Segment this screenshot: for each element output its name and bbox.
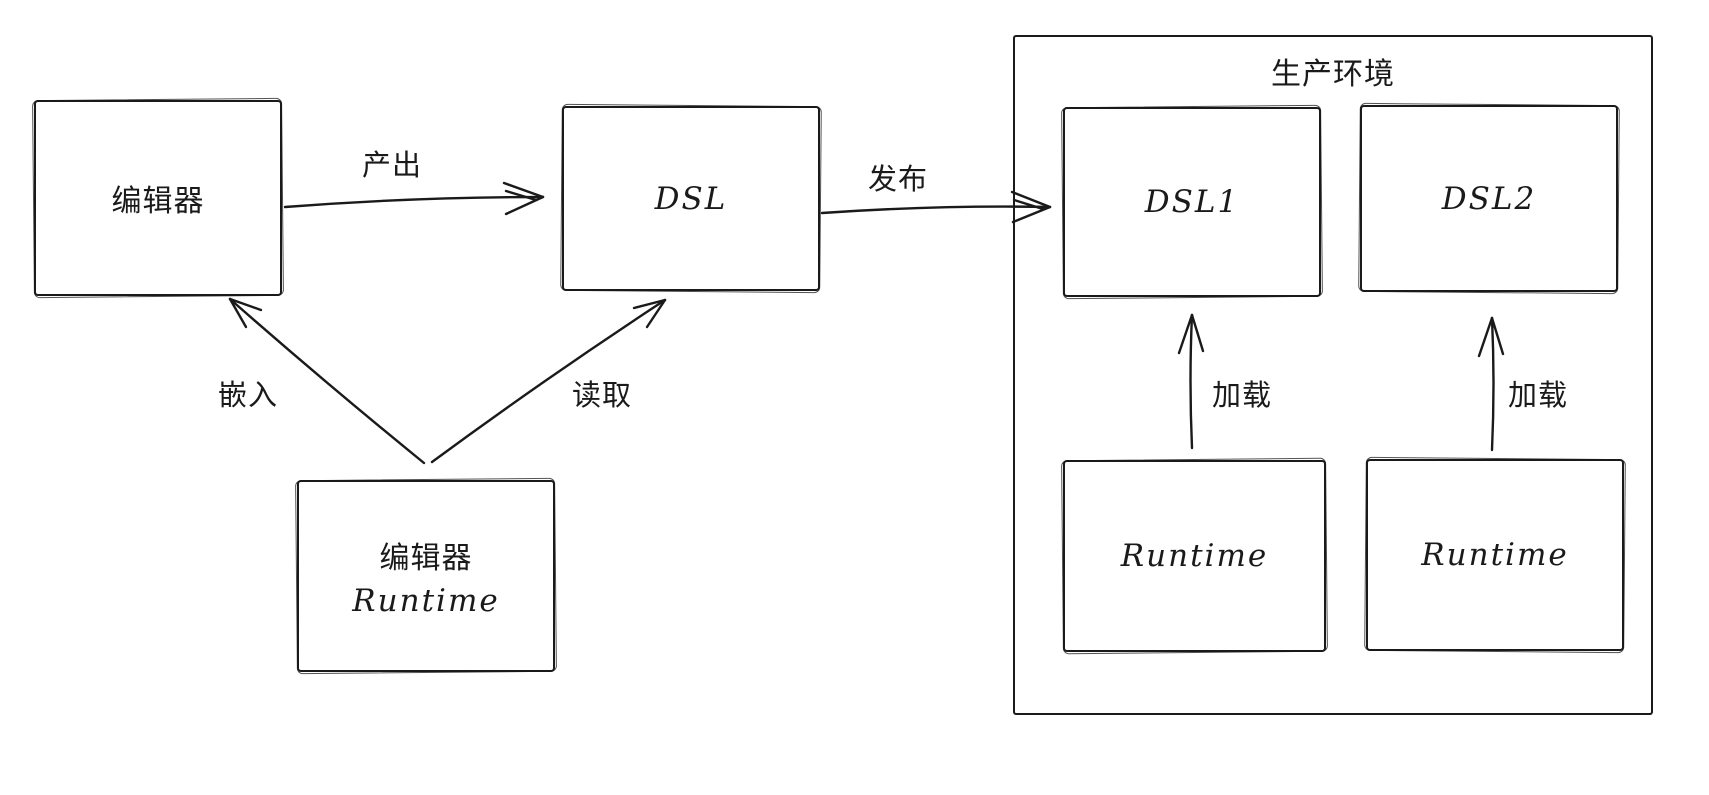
edge-label-publish: 发布: [868, 162, 929, 196]
node-dsl1: DSL1: [1063, 107, 1321, 297]
node-dsl1-label: DSL1: [1144, 184, 1240, 220]
edge-label-produce: 产出: [362, 148, 423, 182]
group-production-title: 生产环境: [1271, 57, 1395, 92]
node-dsl-label: DSL: [654, 180, 728, 217]
edge-label-load-1: 加载: [1212, 378, 1273, 412]
node-runtime-1: Runtime: [1063, 460, 1326, 652]
node-dsl2: DSL2: [1360, 105, 1618, 292]
node-editor-runtime: 编辑器 Runtime: [297, 480, 555, 672]
node-runtime-2: Runtime: [1366, 459, 1624, 651]
node-editor: 编辑器: [34, 100, 282, 296]
arrow-produce: [283, 181, 545, 216]
node-editor-runtime-label-line2: Runtime: [352, 583, 500, 619]
edge-label-embed: 嵌入: [218, 378, 279, 412]
node-dsl: DSL: [562, 106, 820, 291]
node-runtime-1-label: Runtime: [1120, 538, 1269, 574]
node-dsl2-label: DSL2: [1441, 180, 1537, 217]
node-editor-runtime-label-line1: 编辑器: [379, 541, 473, 576]
edge-label-load-2: 加载: [1508, 378, 1569, 412]
node-editor-label: 编辑器: [111, 184, 205, 219]
node-runtime-2-label: Runtime: [1421, 537, 1569, 573]
edge-label-read: 读取: [572, 378, 633, 412]
